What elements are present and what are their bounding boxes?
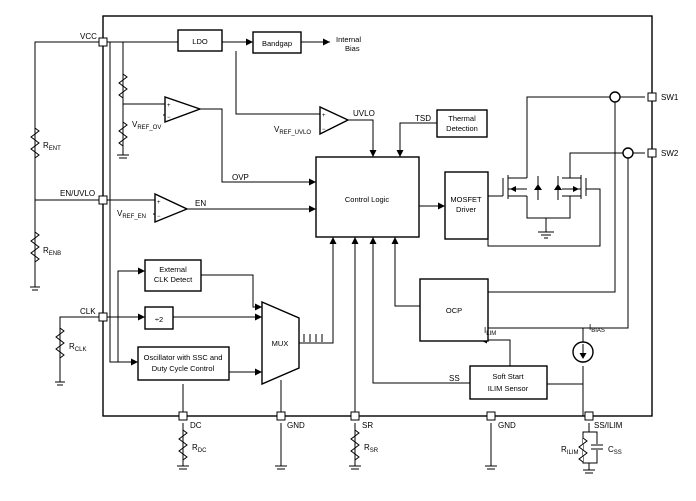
label-en: EN: [195, 199, 206, 208]
label-rilim: RILIM: [561, 445, 578, 456]
resistor-vcc-divider: [118, 73, 128, 99]
pin-ss-ilim: [584, 411, 594, 421]
pin-sr: [350, 411, 360, 421]
control-logic-block: Control Logic: [315, 156, 420, 238]
bandgap-label: Bandgap: [262, 39, 292, 48]
pin-dc: [178, 411, 188, 421]
sw1-sense-icon: [609, 91, 621, 103]
label-ilim: ILIM: [484, 326, 496, 337]
label-css: CSS: [608, 445, 622, 456]
soft-start-block: Soft Start ILIM Sensor: [469, 365, 548, 400]
label-gnd2: GND: [498, 421, 516, 430]
pwm-pulses-icon: [303, 334, 323, 342]
label-vcc: VCC: [80, 32, 97, 41]
pin-clk: [98, 312, 108, 322]
ext-clk-detect-block: External CLK Detect: [144, 259, 202, 292]
comp-plus: +: [322, 113, 326, 119]
label-tsd: TSD: [415, 114, 431, 123]
label-ss: SS: [449, 374, 460, 383]
resistor-rsr: [350, 429, 360, 461]
label-rclk: RCLK: [69, 342, 86, 353]
comp-minus: −: [157, 214, 161, 220]
thermal-label-2: Detection: [446, 124, 478, 133]
div2-label: ÷2: [155, 315, 163, 324]
resistor-rclk: [55, 327, 65, 359]
pin-vcc: [98, 37, 108, 47]
mosfet-label-1: MOSFET: [450, 195, 482, 204]
comp-minus: −: [167, 115, 171, 121]
comp-plus: +: [167, 103, 171, 109]
resistor-ov-lower: [118, 121, 128, 147]
control-logic-label: Control Logic: [345, 195, 389, 204]
resistor-renb: [30, 231, 40, 263]
label-rent: RENT: [43, 141, 61, 152]
internal-bias-label-2: Bias: [345, 44, 360, 53]
ocp-block: OCP: [419, 278, 489, 342]
label-en-uvlo: EN/UVLO: [60, 189, 95, 198]
pin-en-uvlo: [98, 195, 108, 205]
ocp-label: OCP: [446, 306, 462, 315]
ldo-label: LDO: [192, 37, 208, 46]
ldo-block: LDO: [177, 29, 223, 52]
uvlo-comparator: + −: [319, 105, 350, 136]
soft-start-label-1: Soft Start: [492, 372, 524, 381]
mosfet-1-icon: [502, 167, 542, 200]
en-comparator: + −: [154, 192, 189, 224]
mosfet-label-2: Driver: [456, 205, 477, 214]
pins: [98, 37, 657, 421]
resistor-rilim: [578, 437, 588, 463]
label-sr: SR: [362, 421, 373, 430]
label-vref-uvlo: VREF_UVLO: [274, 125, 311, 136]
resistor-rdc: [178, 429, 188, 461]
pin-gnd: [276, 411, 286, 421]
pin-sw2: [647, 148, 657, 158]
comp-plus: +: [157, 200, 161, 206]
mosfet-driver-block: MOSFET Driver: [444, 171, 489, 240]
pin-gnd2: [486, 411, 496, 421]
label-uvlo: UVLO: [353, 109, 375, 118]
mux-label: MUX: [272, 339, 289, 348]
label-vref-en: VREF_EN: [117, 209, 146, 220]
mux-block: MUX: [261, 300, 300, 386]
ov-comparator: + −: [164, 96, 203, 124]
mosfet-2-icon: [554, 167, 587, 200]
label-ibias: IBIAS: [589, 323, 605, 334]
thermal-label-1: Thermal: [448, 114, 476, 123]
label-clk: CLK: [80, 307, 96, 316]
ic-boundary: [102, 15, 653, 417]
oscillator-block: Oscillator with SSC and Duty Cycle Contr…: [137, 346, 230, 381]
comp-minus: −: [322, 127, 326, 133]
ibias-current-source: [572, 328, 594, 363]
sw2-sense-icon: [622, 147, 634, 159]
pin-sw1: [647, 92, 657, 102]
osc-label-1: Oscillator with SSC and: [144, 353, 223, 362]
soft-start-label-2: ILIM Sensor: [488, 384, 529, 393]
ext-clk-label-2: CLK Detect: [154, 275, 193, 284]
label-ss-ilim: SS/ILIM: [594, 421, 623, 430]
label-sw2: SW2: [661, 149, 679, 158]
label-renb: RENB: [43, 246, 61, 257]
label-gnd: GND: [287, 421, 305, 430]
label-rdc: RDC: [192, 443, 207, 454]
internal-bias-label-1: Internal: [336, 35, 361, 44]
label-dc: DC: [190, 421, 202, 430]
ext-clk-label-1: External: [159, 265, 187, 274]
thermal-detection-block: Thermal Detection: [436, 109, 488, 138]
label-vref-ov: VREF_OV: [132, 120, 161, 131]
label-rsr: RSR: [364, 443, 379, 454]
capacitor-css: [591, 444, 603, 450]
wires: [30, 41, 645, 474]
label-ovp: OVP: [232, 173, 249, 182]
bandgap-block: Bandgap: [252, 31, 302, 54]
label-sw1: SW1: [661, 93, 679, 102]
divide-by-two-block: ÷2: [144, 306, 174, 330]
osc-label-2: Duty Cycle Control: [152, 364, 215, 373]
resistor-rent: [30, 127, 40, 159]
